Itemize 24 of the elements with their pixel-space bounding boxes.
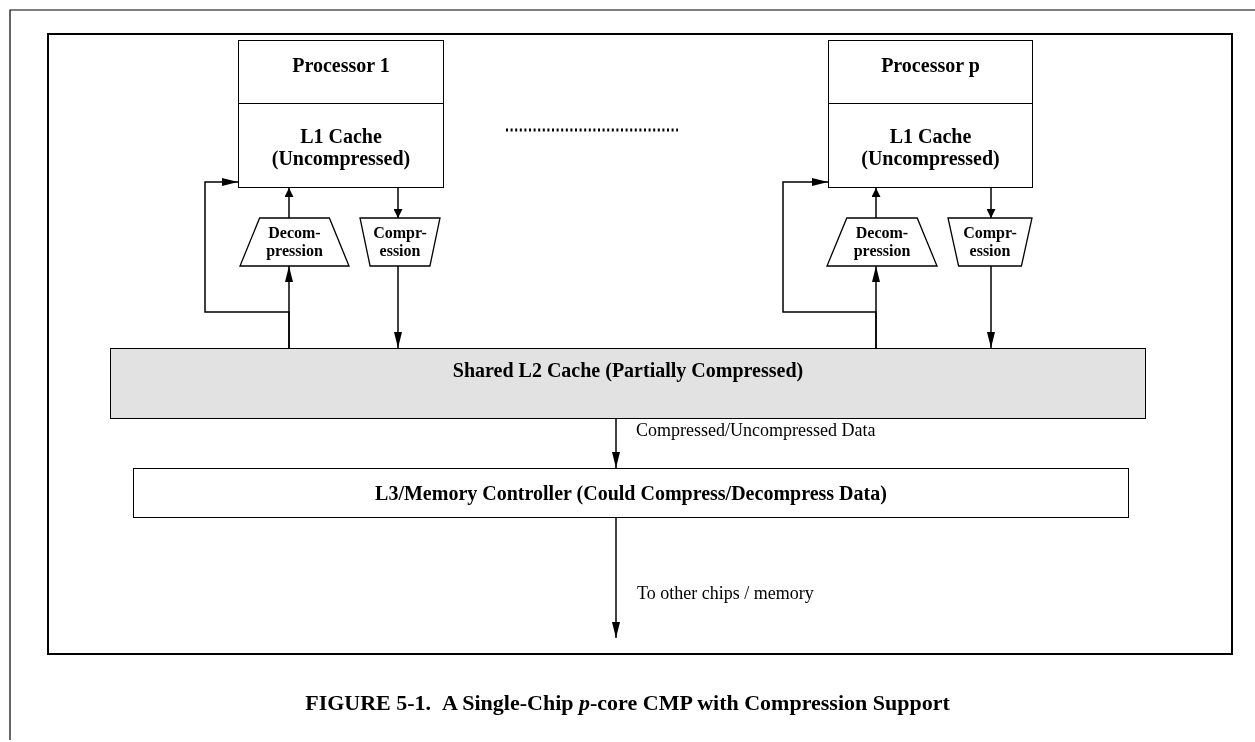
compression-block: Compr- ession [360,218,440,266]
arrow [394,265,402,349]
compression-block: Compr- ession [948,218,1032,266]
arrow [204,178,290,349]
chip-outline [47,33,1233,655]
arrow [393,187,403,219]
l1-cache-box: L1 Cache (Uncompressed) [238,103,444,188]
arrow [612,517,620,639]
decompression-block: Decom- pression [827,218,937,266]
arrow [782,178,877,349]
figure-caption: FIGURE 5-1. A Single-Chip p-core CMP with Compression Support [305,690,950,715]
l1-cache-box: L1 Cache (Uncompressed) [828,103,1033,188]
edge-label: To other chips / memory [637,584,814,604]
processor-box: Processor 1 [238,40,444,104]
arrow [986,187,996,219]
l2-cache-bar: Shared L2 Cache (Partially Compressed) [110,348,1146,419]
arrow [284,187,294,219]
memory-controller-box: L3/Memory Controller (Could Compress/Decompress Data) [133,468,1129,518]
arrow [871,187,881,219]
arrow [612,418,620,469]
edge-label: Compressed/Uncompressed Data [636,421,876,441]
processor-box: Processor p [828,40,1033,104]
decompression-block: Decom- pression [240,218,349,266]
arrow [987,265,995,349]
